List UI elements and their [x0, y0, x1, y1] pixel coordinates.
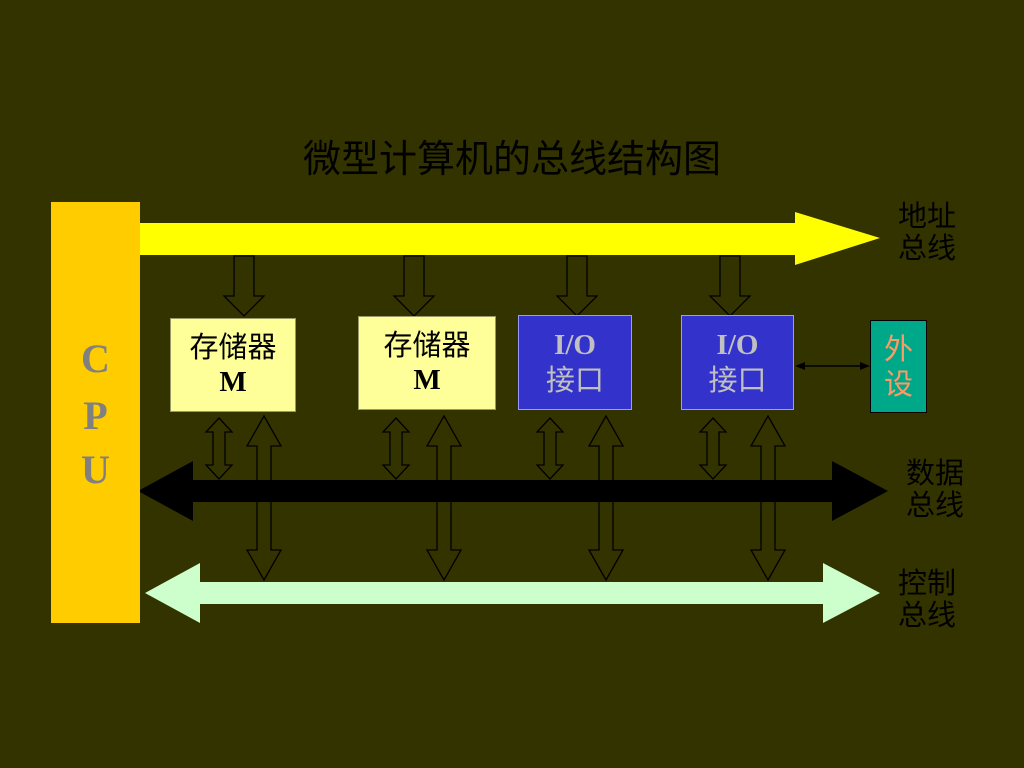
io-label: I/O — [554, 328, 596, 361]
peripheral-label: 设 — [883, 366, 913, 401]
cpu-letter: C — [81, 336, 110, 381]
io-label: I/O — [716, 328, 759, 361]
control-bus-label: 控制 总线 — [898, 567, 956, 632]
address-bus-label: 地址 总线 — [898, 200, 956, 265]
data-double-arrow — [535, 417, 565, 480]
data-bus-label: 数据 总线 — [906, 457, 964, 522]
control-bus-arrow — [145, 563, 880, 623]
address-bus-arrow — [136, 212, 880, 265]
control-double-arrow — [425, 414, 463, 582]
memory-id: M — [413, 364, 441, 396]
peripheral-label: 外 — [883, 331, 913, 366]
memory-label: 存储器 — [383, 328, 471, 363]
peripheral-link — [795, 362, 870, 370]
io-port-label: 接口 — [545, 362, 604, 397]
memory-module: 存储器 M — [170, 318, 296, 412]
bus-label-line: 控制 — [898, 566, 957, 600]
bus-label-line: 地址 — [898, 199, 957, 233]
memory-module: 存储器 M — [358, 316, 496, 410]
bus-label-line: 数据 — [906, 456, 965, 490]
cpu-letter: U — [81, 447, 110, 492]
control-double-arrow — [587, 414, 625, 582]
control-double-arrow — [749, 414, 787, 582]
peripheral-device: 外 设 — [870, 320, 927, 413]
data-connection-arrows — [204, 417, 728, 480]
page-title: 微型计算机的总线结构图 — [302, 137, 721, 181]
address-down-arrow — [555, 255, 599, 317]
cpu-letter: P — [83, 393, 108, 438]
data-bus-arrow — [138, 461, 888, 521]
memory-id: M — [219, 366, 247, 398]
data-double-arrow — [698, 417, 728, 480]
data-double-arrow — [204, 417, 234, 480]
bus-label-line: 总线 — [898, 231, 957, 266]
bus-label-line: 总线 — [906, 488, 965, 523]
address-down-arrow — [222, 255, 266, 317]
io-interface: I/O 接口 — [518, 315, 632, 410]
io-port-label: 接口 — [708, 362, 767, 397]
io-interface: I/O 接口 — [681, 315, 794, 410]
cpu-block: C P U — [51, 202, 140, 623]
bus-label-line: 总线 — [898, 598, 957, 633]
address-down-arrow — [392, 255, 436, 317]
memory-label: 存储器 — [189, 330, 277, 365]
control-connection-arrows — [245, 414, 787, 582]
data-double-arrow — [381, 417, 411, 480]
control-double-arrow — [245, 414, 283, 582]
address-connection-arrows — [222, 255, 752, 317]
address-down-arrow — [708, 255, 752, 317]
